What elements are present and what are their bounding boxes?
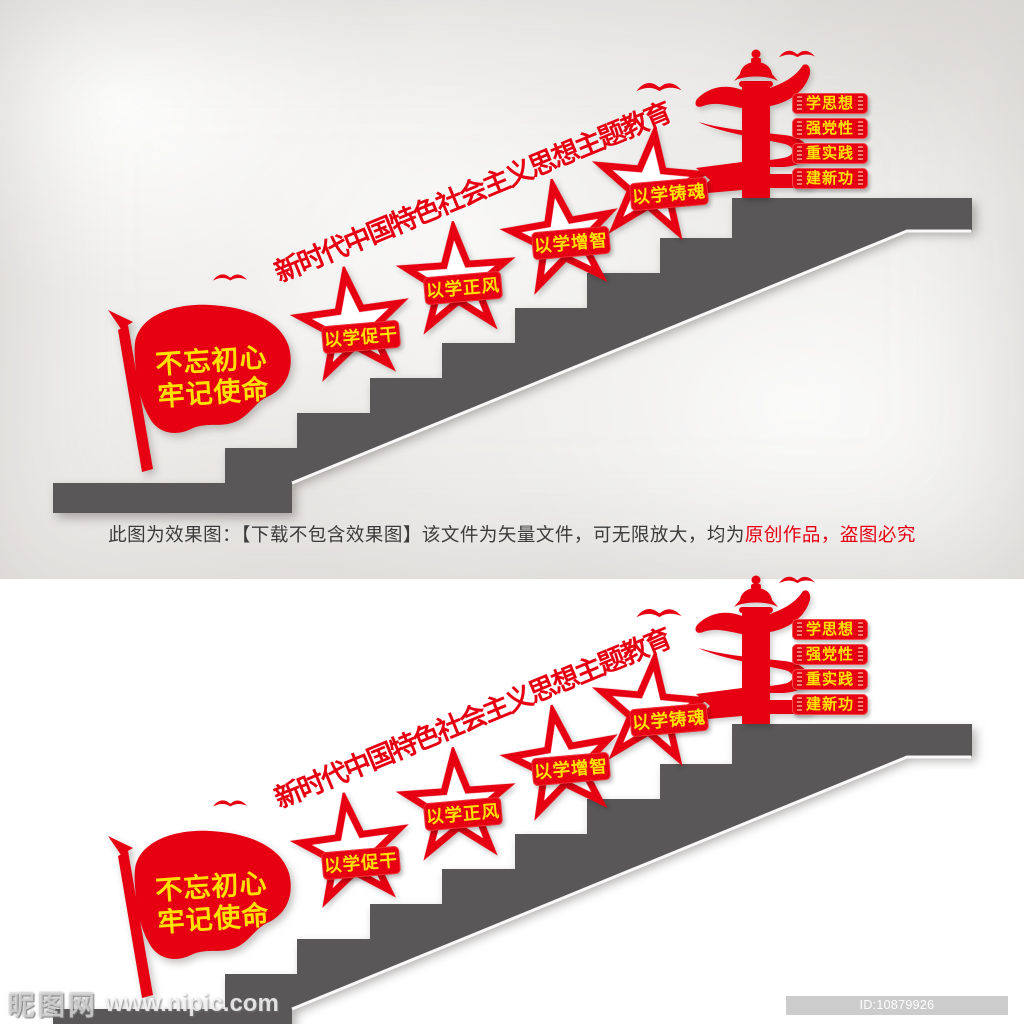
red-flag: 不忘初心 牢记使命 xyxy=(105,819,305,1004)
step-star-2: 以学正风 xyxy=(395,743,517,867)
step-star-1: 以学促干 xyxy=(289,263,412,386)
bird-icon xyxy=(779,47,815,60)
bird-icon xyxy=(213,797,247,809)
disclaimer-black: 此图为效果图：【下载不包含效果图】该文件为矢量文件，可无限放大，均为 xyxy=(108,524,745,545)
staircase-silhouette xyxy=(53,724,972,1024)
site-watermark: 昵图网 www.nipic.com xyxy=(8,984,279,1023)
staircase-silhouette xyxy=(53,198,972,513)
flag-slogan: 不忘初心 牢记使命 xyxy=(133,340,292,415)
red-flag: 不忘初心 牢记使命 xyxy=(105,293,305,478)
bird-icon xyxy=(636,605,682,620)
bird-icon xyxy=(779,573,815,586)
step-star-3: 以学增智 xyxy=(499,175,622,298)
huabiao-monument xyxy=(688,46,823,201)
step-star-1: 以学促干 xyxy=(289,789,412,912)
bird-icon xyxy=(636,79,682,94)
site-name: 昵图网 xyxy=(8,991,98,1021)
huabiao-monument-icon xyxy=(695,49,815,198)
scroll-banner-4: 建新功 xyxy=(792,694,868,715)
stair-culture-wall-design-top: 新时代中国特色社会主义思想主题教育 不忘初心 牢记使命 以学促干 以学正风 以学… xyxy=(53,46,972,513)
step-star-2: 以学正风 xyxy=(395,217,517,341)
site-url: www.nipic.com xyxy=(105,989,279,1017)
bird-icon xyxy=(213,271,247,283)
disclaimer-red: 原创作品，盗图必究 xyxy=(744,524,916,545)
stair-culture-wall-design-bottom: 新时代中国特色社会主义思想主题教育 不忘初心 牢记使命 以学促干 以学正风 以学… xyxy=(0,526,1024,1024)
step-star-4: 以学铸魂 xyxy=(590,649,712,772)
scroll-banner-3: 重实践 xyxy=(792,669,868,690)
step-star-3: 以学增智 xyxy=(499,701,622,824)
scroll-banner-3: 重实践 xyxy=(792,143,868,164)
red-flag-icon xyxy=(108,830,291,998)
step-star-4: 以学铸魂 xyxy=(590,123,712,246)
scroll-banner-1: 学思想 xyxy=(792,93,868,114)
scroll-banner-2: 强党性 xyxy=(792,644,868,665)
disclaimer-text: 此图为效果图：【下载不包含效果图】该文件为矢量文件，可无限放大，均为原创作品，盗… xyxy=(0,521,1024,547)
red-flag-icon xyxy=(108,304,291,472)
scroll-banner-1: 学思想 xyxy=(792,619,868,640)
flag-slogan: 不忘初心 牢记使命 xyxy=(133,866,292,941)
scroll-banner-4: 建新功 xyxy=(792,168,868,189)
image-id-badge: ID:10879926 NO:20230616161041793100 xyxy=(786,996,1008,1024)
scroll-banner-2: 强党性 xyxy=(792,118,868,139)
